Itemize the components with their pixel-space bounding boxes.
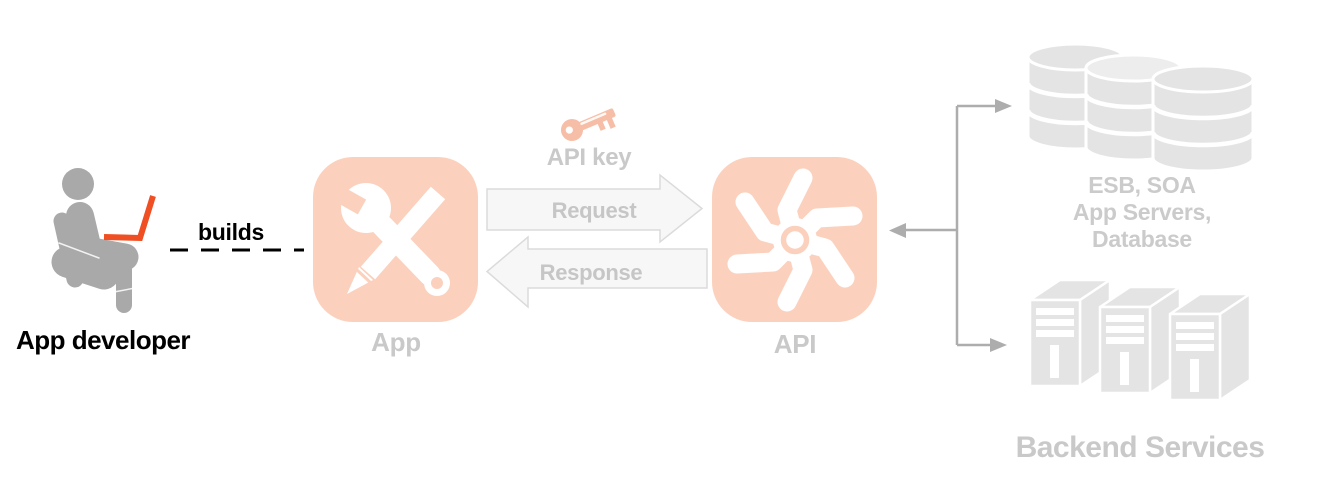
app-developer-label: App developer bbox=[15, 325, 191, 355]
esb-label: ESB, SOA App Servers, Database bbox=[1072, 172, 1212, 253]
request-label: Request bbox=[551, 198, 637, 223]
api-label: API bbox=[773, 329, 817, 359]
response-label: Response bbox=[539, 260, 643, 285]
arrowhead-to-servers bbox=[990, 338, 1007, 352]
key-icon bbox=[561, 108, 616, 141]
esb-line-2: App Servers, bbox=[1072, 199, 1212, 225]
request-arrow bbox=[486, 173, 704, 244]
wrench-and-pencil-icon bbox=[313, 157, 478, 322]
arrowhead-to-api bbox=[889, 223, 906, 238]
api-key-label: API key bbox=[546, 144, 632, 171]
api-backend-connector bbox=[889, 99, 1012, 352]
esb-line-1: ESB, SOA bbox=[1088, 172, 1196, 198]
response-arrow bbox=[485, 235, 708, 309]
arrowhead-to-databases bbox=[995, 99, 1012, 113]
database-stack-icon bbox=[1025, 42, 1256, 173]
server-towers-icon bbox=[1028, 278, 1252, 402]
backend-services-label: Backend Services bbox=[1015, 431, 1265, 464]
builds-label: builds bbox=[198, 219, 264, 245]
pinwheel-gear-icon bbox=[712, 157, 877, 322]
person-at-laptop-icon bbox=[51, 168, 156, 313]
esb-line-3: Database bbox=[1092, 226, 1192, 252]
laptop-icon bbox=[103, 195, 156, 242]
app-label: App bbox=[371, 327, 421, 357]
